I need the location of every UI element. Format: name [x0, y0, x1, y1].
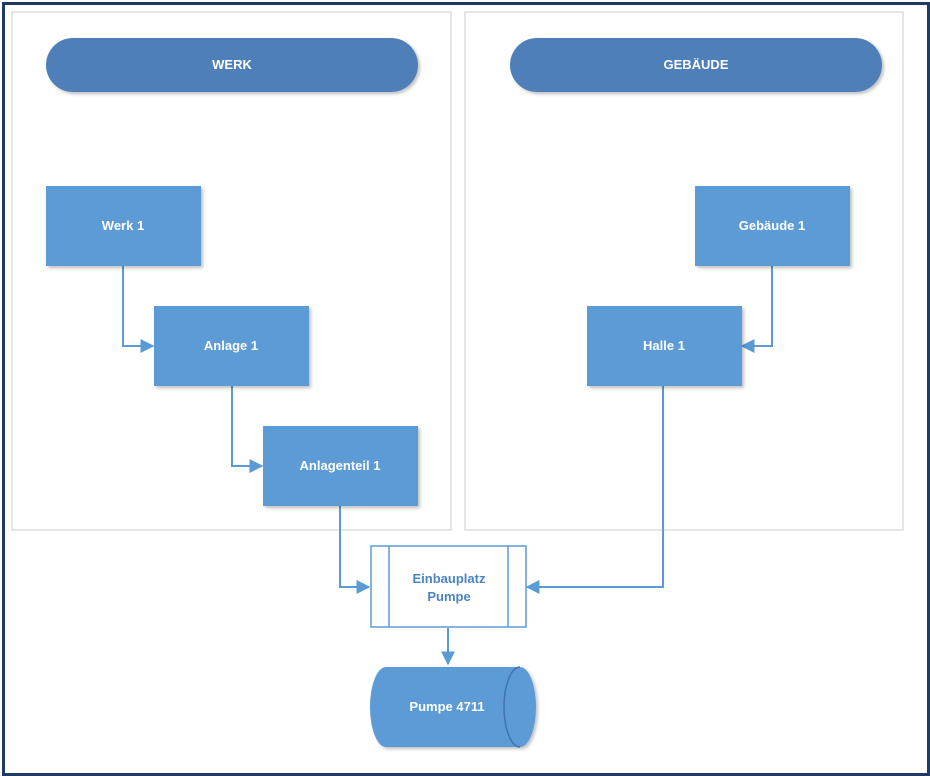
connector-anlagenteil-einbauplatz [339, 506, 371, 594]
node-gebaeude-1: Gebäude 1 [695, 186, 850, 266]
node-werk-1-label: Werk 1 [102, 218, 144, 233]
connector-gebaeude-halle [740, 266, 773, 353]
node-einbauplatz-pumpe: Einbauplatz Pumpe [370, 545, 527, 628]
node-anlage-1-label: Anlage 1 [204, 338, 258, 353]
node-anlage-1: Anlage 1 [154, 306, 309, 386]
node-anlagenteil-1-label: Anlagenteil 1 [300, 458, 381, 473]
node-einbauplatz-label-line1: Einbauplatz [413, 571, 486, 586]
node-pumpe-4711-label: Pumpe 4711 [409, 699, 484, 714]
node-halle-1-label: Halle 1 [643, 338, 685, 353]
lane-header-gebaeude: GEBÄUDE [510, 38, 882, 92]
node-werk-1: Werk 1 [46, 186, 201, 266]
lane-header-werk: WERK [46, 38, 418, 92]
connector-werk-anlage [122, 266, 155, 353]
swimlane-gebaeude [464, 11, 904, 531]
lane-header-werk-label: WERK [212, 57, 252, 72]
node-einbauplatz-label-line2: Pumpe [427, 589, 470, 604]
node-gebaeude-1-label: Gebäude 1 [739, 218, 805, 233]
lane-header-gebaeude-label: GEBÄUDE [663, 57, 728, 72]
connector-halle-einbauplatz [525, 386, 664, 594]
node-halle-1: Halle 1 [587, 306, 742, 386]
node-pumpe-4711: Pumpe 4711 [370, 666, 536, 748]
connector-anlage-anlagenteil [231, 386, 264, 473]
node-anlagenteil-1: Anlagenteil 1 [263, 426, 418, 506]
